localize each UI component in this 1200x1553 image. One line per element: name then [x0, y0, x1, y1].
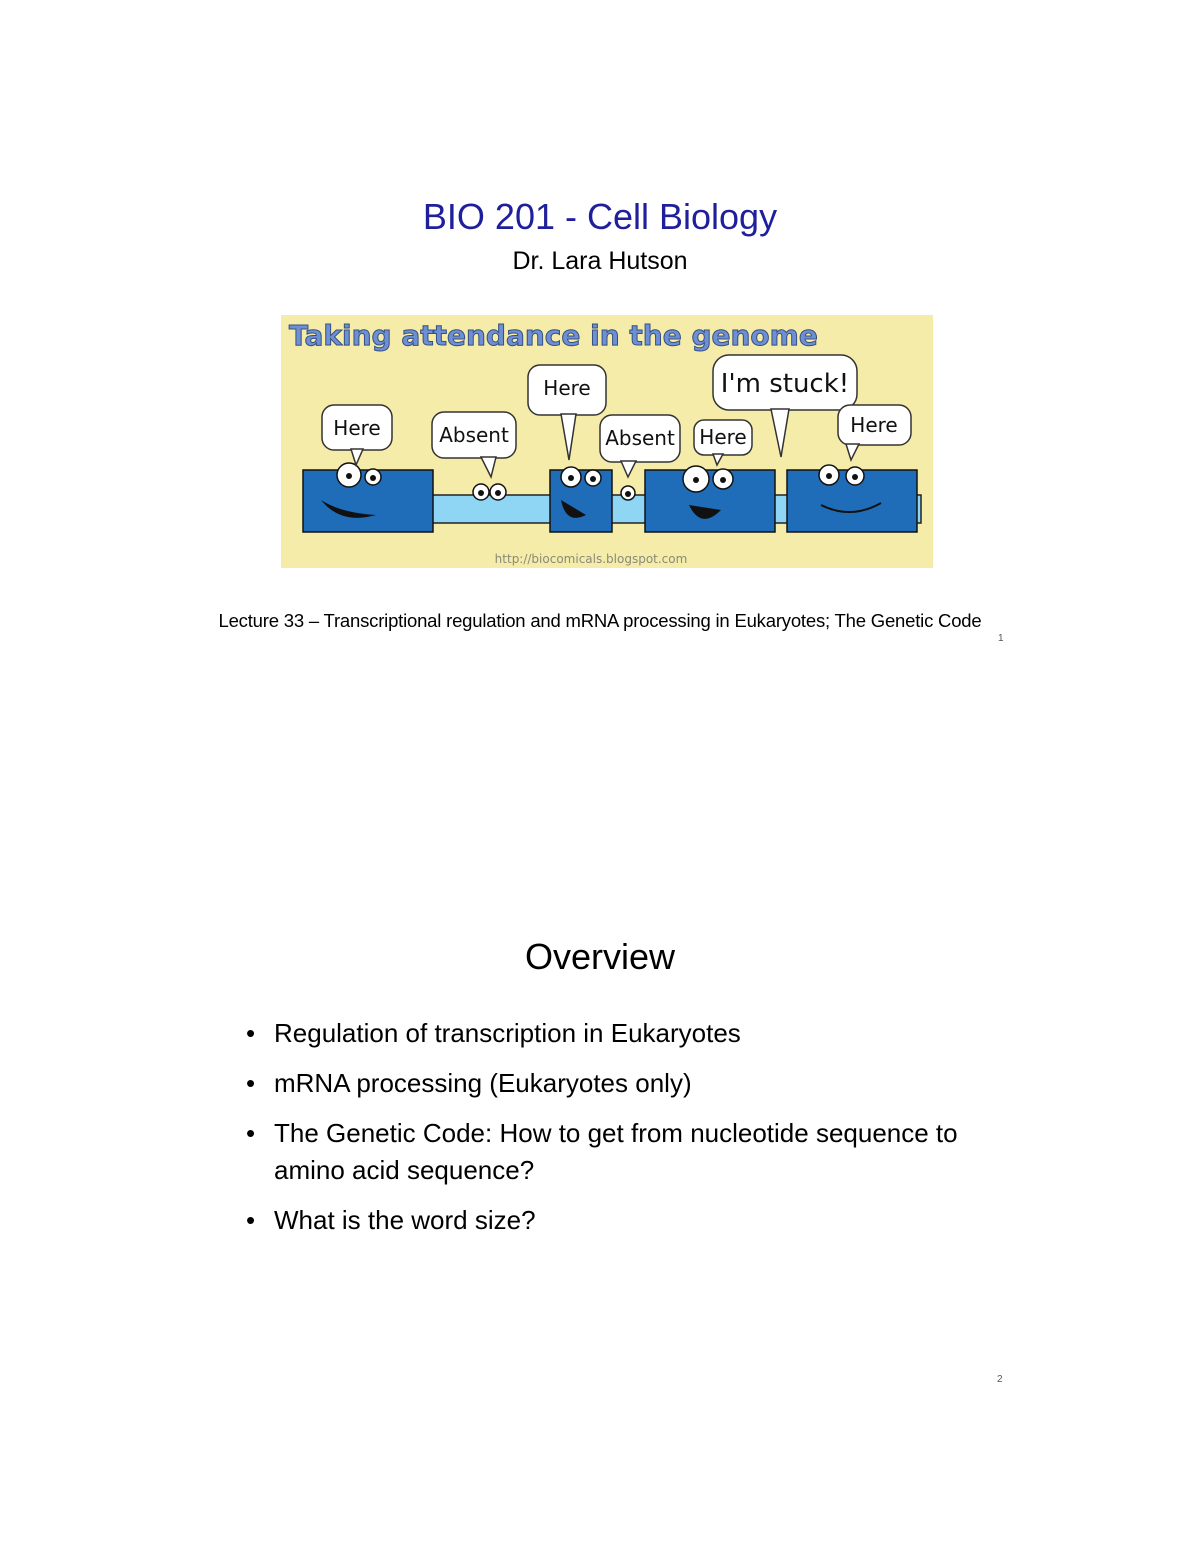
bullet-icon: •: [246, 1018, 256, 1048]
bullet-icon: •: [246, 1068, 256, 1098]
bubble-text: I'm stuck!: [721, 369, 849, 399]
bubble-text: Here: [333, 416, 380, 440]
list-item-text: What is the word size?: [274, 1205, 536, 1235]
comic-heading: Taking attendance in the genome: [289, 319, 818, 352]
list-item-text: Regulation of transcription in Eukaryote…: [274, 1018, 741, 1048]
comic-credit: http://biocomicals.blogspot.com: [495, 552, 688, 566]
bullet-icon: •: [246, 1205, 256, 1235]
bullet-icon: •: [246, 1118, 256, 1148]
lecture-subtitle: Lecture 33 – Transcriptional regulation …: [218, 610, 982, 631]
page-number: 2: [997, 1374, 1003, 1385]
bubble-text: Absent: [605, 426, 675, 450]
bubble-text: Here: [699, 425, 746, 449]
overview-title: Overview: [524, 936, 676, 977]
list-item-text: The Genetic Code: How to get from nucleo…: [274, 1118, 958, 1185]
bubble-text: Here: [850, 413, 897, 437]
page-number: 1: [998, 633, 1004, 644]
bullet-list: • Regulation of transcription in Eukaryot…: [246, 1015, 1006, 1252]
bubble-text: Absent: [439, 423, 509, 447]
slide-title: BIO 201 - Cell Biology: [422, 196, 778, 237]
list-item: • What is the word size?: [246, 1202, 1006, 1239]
author-name: Dr. Lara Hutson: [512, 247, 688, 275]
list-item: • Regulation of transcription in Eukaryot…: [246, 1015, 1006, 1052]
comic-image: Taking attendance in the genome: [281, 315, 933, 568]
bubble-text: Here: [543, 376, 590, 400]
list-item-text: mRNA processing (Eukaryotes only): [274, 1068, 692, 1098]
list-item: • The Genetic Code: How to get from nucle…: [246, 1115, 1006, 1189]
list-item: • mRNA processing (Eukaryotes only): [246, 1065, 1006, 1102]
